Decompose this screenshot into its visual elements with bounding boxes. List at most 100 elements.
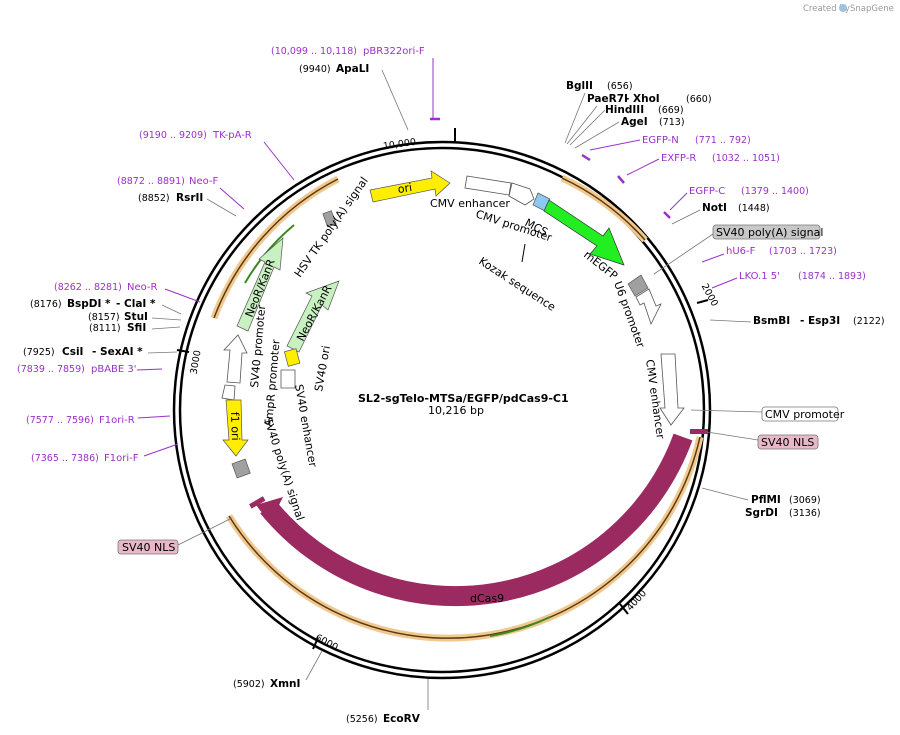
enzyme-pflmi-leader [701, 487, 749, 501]
primer-egfp-n-leader [589, 139, 641, 151]
plasmid-name: SL2-sgTelo-MTSa/EGFP/pdCas9-C1 [358, 392, 569, 405]
sv40-nls-left-box[interactable] [117, 539, 179, 555]
primer-exfp-r-range: (1032 .. 1051) [712, 153, 780, 164]
hsv-tk-shape[interactable] [322, 210, 337, 228]
enzyme-clai-name: - ClaI * [116, 298, 156, 310]
primer-f1ori-f-leader [143, 443, 179, 457]
dcas9-label: dCas9 [470, 592, 504, 605]
sv40-polya-inner-shape[interactable] [231, 458, 251, 479]
ampr-promoter-shape[interactable] [221, 384, 236, 401]
kozak-pointer [521, 243, 526, 263]
cmv-enhancer-right-shape[interactable] [659, 353, 685, 426]
sv40-ori-label: SV40 ori [312, 345, 333, 393]
tick-4000 [619, 603, 629, 615]
tick-3000 [176, 349, 190, 353]
tick-6000 [312, 637, 319, 650]
sv40-ori-shape[interactable] [283, 348, 301, 367]
enzyme-agei-pos: (713) [659, 117, 685, 128]
cmv-enhancer-top-shape[interactable] [464, 175, 512, 196]
u6-promoter-shape[interactable] [635, 288, 662, 326]
primer-hu6-f-range: (1703 .. 1723) [769, 246, 837, 257]
sv40-nls-left-label: SV40 NLS [122, 541, 175, 554]
tick-label-4000: 4000 [625, 588, 649, 613]
primer-pbabe-range: (7839 .. 7859) [17, 364, 85, 375]
orf-arc-top-right-line [561, 177, 646, 241]
primer-exfp-r-name: EXFP-R [661, 153, 696, 164]
cmv-promoter-box[interactable] [761, 406, 839, 422]
primer-tk-pa-r-name: TK-pA-R [212, 130, 252, 141]
enzyme-rsrii-name: RsrII [176, 192, 203, 204]
enzyme-bglii-name: BglII [566, 80, 593, 92]
enzyme-sfii-name: SfiI [127, 322, 146, 334]
enzyme-xmni-leader [305, 650, 323, 681]
enzyme-paer7i-leader [566, 105, 598, 145]
enzyme-noti-leader [671, 209, 701, 225]
enzyme-apali-leader [381, 69, 409, 131]
primer-tk-pa-r-range: (9190 .. 9209) [139, 130, 207, 141]
primer-lko1-range: (1874 .. 1893) [798, 271, 866, 282]
primer-neo-r-name: Neo-R [127, 282, 158, 293]
enzyme-paer7i-pos: (660) [686, 94, 712, 105]
enzyme-rsrii-leader [206, 198, 237, 217]
primer-exfp-r-mark [617, 175, 625, 184]
enzyme-stui-name: StuI [124, 311, 148, 323]
plasmid-length: 10,216 bp [428, 404, 484, 417]
sv40-nls-right-leader [706, 431, 759, 441]
enzyme-apali-pos: (9940) [299, 64, 331, 75]
sv40-polya-box[interactable] [712, 224, 821, 240]
backbone-outer [172, 140, 712, 680]
enzyme-bglii-leader [564, 92, 586, 144]
enzyme-hindiii-leader [569, 109, 606, 146]
f1-ori-feature[interactable]: f1 ori [222, 399, 249, 457]
u6-polya-box[interactable] [627, 274, 649, 297]
primer-f1ori-r-name: F1ori-R [99, 415, 135, 426]
sv40-promoter-a-shape[interactable] [223, 334, 248, 384]
ori-label: ori [397, 181, 413, 196]
cmv-promoter-top-shape[interactable] [508, 182, 535, 206]
primer-egfp-c-name: EGFP-C [689, 186, 725, 197]
enzyme-bspdi-name: BspDI * [67, 298, 111, 310]
sv40-nls-right-label: SV40 NLS [761, 436, 814, 449]
orf-arc-bottom-line [228, 436, 701, 639]
primer-neo-f-leader [219, 187, 245, 210]
enzyme-bsmbi-name: BsmBI [753, 315, 790, 327]
neokanr-b-feature[interactable]: NeoR/KanR [286, 280, 340, 353]
sv40-enhancer-label: SV40 enhancer [292, 383, 319, 468]
green-arrow-bottom [489, 616, 551, 637]
enzyme-sgrdi-pos: (3136) [789, 508, 821, 519]
primer-neo-f-name: Neo-F [189, 176, 219, 187]
dcas9-feature[interactable]: dCas9 [256, 433, 693, 607]
enzyme-pflmi-name: PflMI [751, 494, 781, 506]
sv40-promoter-b-shape[interactable] [280, 369, 296, 389]
snapgene-brand-text: SnapGene [850, 4, 894, 14]
orf-arc-left-line [213, 178, 339, 319]
ori-feature[interactable]: ori [369, 170, 451, 203]
sv40-polya-box-label: SV40 poly(A) signal [716, 226, 823, 239]
enzyme-bglii-pos: (656) [607, 81, 633, 92]
primer-f1ori-f-name: F1ori-F [104, 453, 139, 464]
primer-egfp-n-range: (771 .. 792) [695, 135, 751, 146]
enzyme-pflmi-pos: (3069) [789, 495, 821, 506]
tick-label-3000: 3000 [189, 349, 204, 375]
primer-pbabe-name: pBABE 3' [91, 364, 137, 375]
kozak-label: Kozak sequence [476, 255, 558, 314]
enzyme-ecorv-pos: (5256) [346, 714, 378, 725]
enzyme-csii-name: CsiI [62, 346, 83, 358]
f1-ori-label: f1 ori [228, 412, 242, 441]
cmv-promoter-box-label: CMV promoter [765, 408, 845, 421]
primer-tk-pa-r-leader [263, 141, 295, 181]
enzyme-noti-pos: (1448) [738, 203, 770, 214]
enzyme-agei-name: AgeI [621, 116, 648, 128]
sv40-nls-right-box[interactable] [757, 434, 819, 450]
primer-pbr322ori-f-range: (10,099 .. 10,118) [271, 46, 357, 57]
snapgene-logo-icon [839, 4, 848, 12]
primer-lko1-leader [711, 277, 738, 289]
sv40-nls-marker-right [690, 429, 708, 434]
hsv-tk-label: HSV TK poly(A) signal [292, 175, 371, 280]
enzyme-bsmbi-leader [709, 319, 752, 323]
primer-neo-r-range: (8262 .. 8281) [54, 282, 122, 293]
enzyme-noti-name: NotI [702, 202, 727, 214]
enzyme-rsrii-pos: (8852) [138, 193, 170, 204]
primer-neo-r-leader [164, 288, 201, 303]
